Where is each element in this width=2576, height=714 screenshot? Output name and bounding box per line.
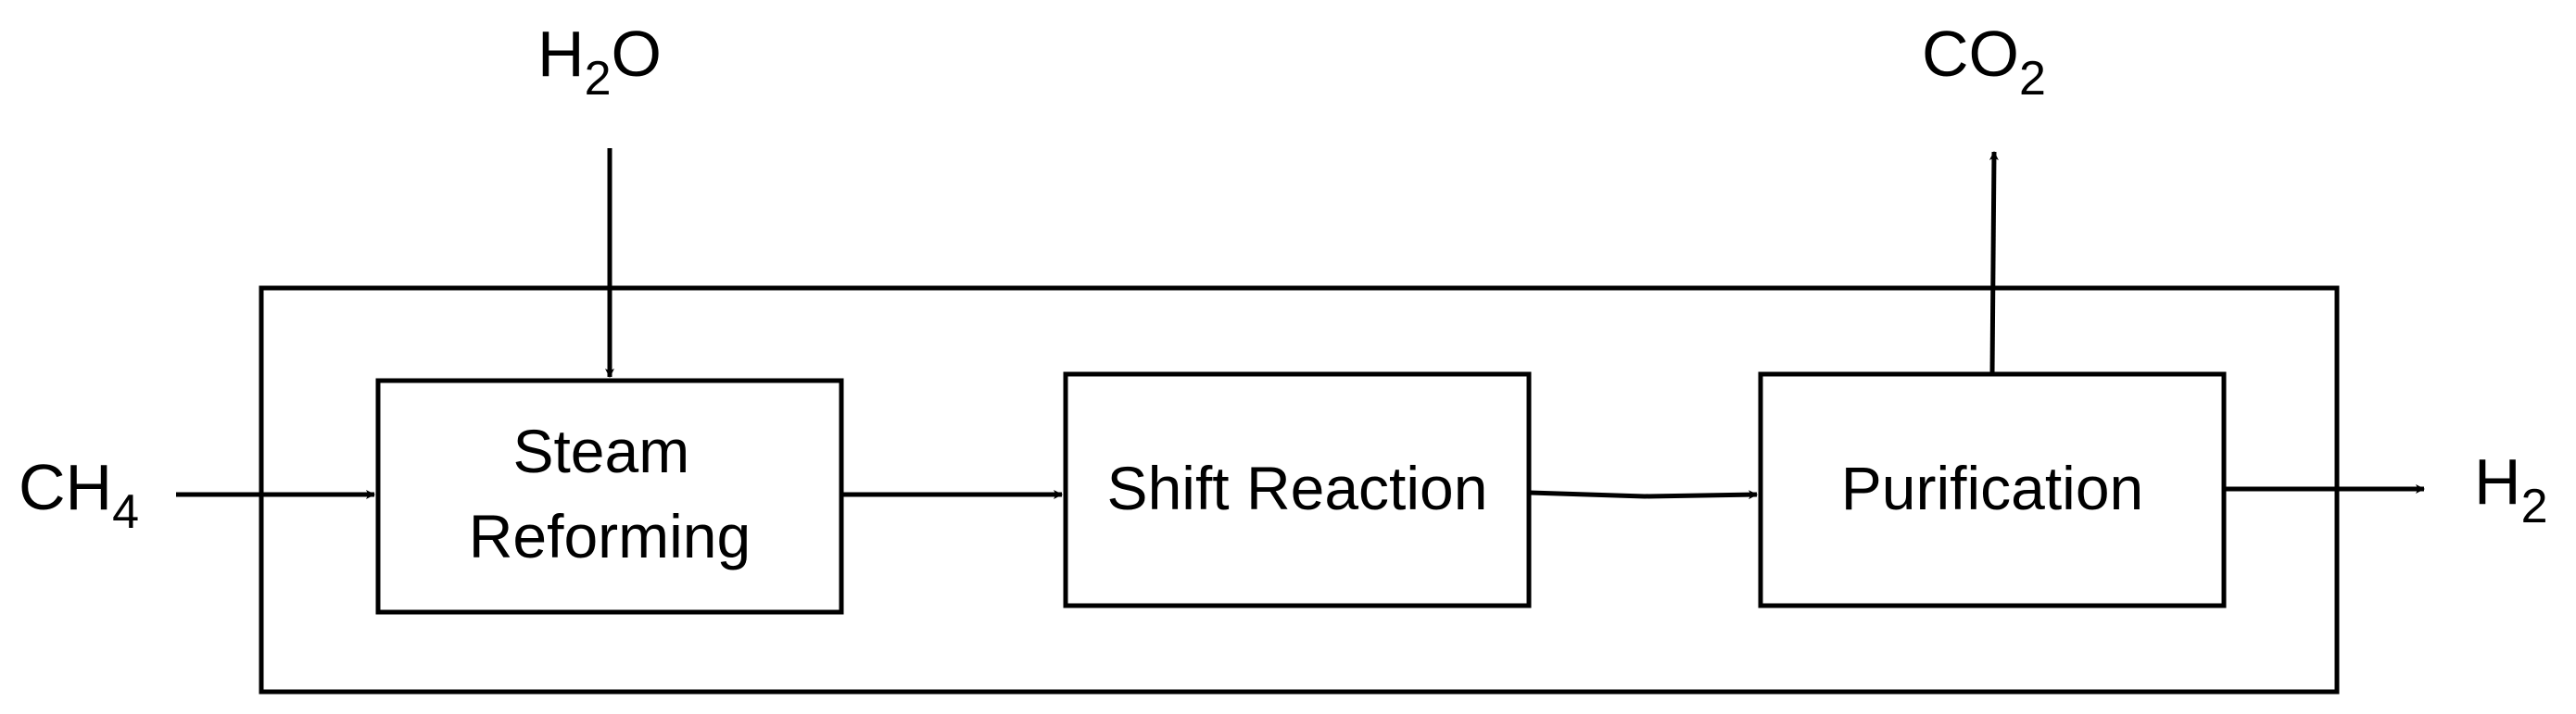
steam-reforming-box xyxy=(375,378,844,615)
shift-reaction-box xyxy=(1063,371,1532,608)
steam-reforming-label: Steam Reforming xyxy=(469,417,751,570)
ch4-label-subscript: 4 xyxy=(112,485,139,539)
purification-label: Purification xyxy=(1841,454,2144,522)
h2o-label: H2O xyxy=(537,18,662,106)
h2o-label-h: H xyxy=(537,18,585,90)
ch4-label: CH4 xyxy=(19,451,139,539)
shift-reaction-label: Shift Reaction xyxy=(1107,454,1488,522)
purification-box xyxy=(1758,371,2227,608)
h2o-label-subscript: 2 xyxy=(585,52,612,106)
steam-reforming-label-line1: Steam xyxy=(512,417,689,485)
steam-reforming-label-line2: Reforming xyxy=(469,502,751,570)
shift-to-purification-arrow xyxy=(1528,490,1758,500)
h2o-label-o: O xyxy=(611,18,661,90)
co2-label-base: CO xyxy=(1922,18,2019,90)
co2-output-arrow xyxy=(1989,151,1999,375)
co2-label: CO2 xyxy=(1922,18,2046,106)
co2-label-subscript: 2 xyxy=(2019,52,2046,106)
h2-label: H2 xyxy=(2474,445,2547,533)
ch4-label-base: CH xyxy=(19,451,112,523)
h2-label-subscript: 2 xyxy=(2521,480,2548,533)
h2-label-base: H xyxy=(2474,445,2521,518)
